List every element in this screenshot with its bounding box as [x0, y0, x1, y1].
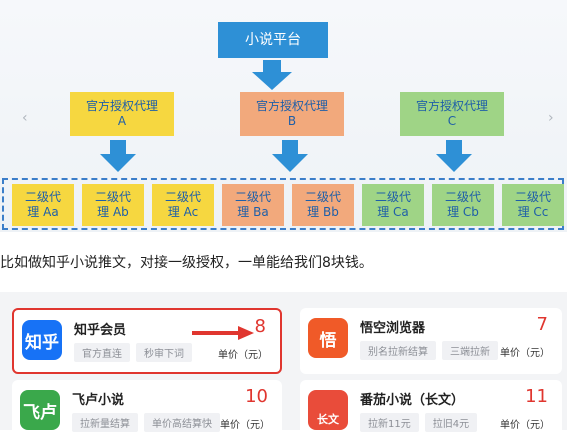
price-unit: 单价（元）	[500, 420, 550, 431]
sub-agent-node: 二级代 理 Bb	[292, 184, 354, 226]
agent-node-c: 官方授权代理 C	[400, 92, 504, 136]
zhihu-logo-icon: 知乎	[22, 320, 62, 360]
price-value: 10	[245, 386, 268, 407]
tag-row: 拉新量结算 单价高结算快	[72, 413, 220, 432]
agent-node-label: 官方授权代理	[415, 99, 488, 113]
tag: 别名拉新结算	[360, 341, 436, 360]
price-unit: 单价（元）	[220, 420, 270, 431]
arrow-right-icon	[192, 326, 254, 340]
app-card-list: 知乎 知乎会员 官方直连 秒审下词 8 单价（元） 悟 悟空浏览器 别名拉新结算…	[0, 292, 567, 446]
sub-agent-node: 二级代 理 Ca	[362, 184, 424, 226]
tag: 拉旧4元	[424, 413, 478, 432]
chevron-right-icon[interactable]: ›	[548, 110, 554, 126]
sub-agent-node: 二级代 理 Cc	[502, 184, 564, 226]
sub-agent-node: 二级代 理 Ac	[152, 184, 214, 226]
sub-agent-node: 二级代 理 Cb	[432, 184, 494, 226]
tag: 拉新11元	[360, 413, 419, 432]
agent-node-b: 官方授权代理 B	[240, 92, 344, 136]
price-value: 8	[254, 316, 266, 337]
chevron-left-icon[interactable]: ‹	[22, 110, 28, 126]
wukong-logo-icon: 悟	[308, 318, 348, 358]
down-arrow-icon	[100, 140, 136, 172]
tag: 秒审下词	[136, 343, 192, 362]
down-arrow-icon	[436, 140, 472, 172]
root-node: 小说平台	[218, 22, 328, 58]
app-card-zhihu[interactable]: 知乎 知乎会员 官方直连 秒审下词 8 单价（元）	[12, 308, 282, 374]
tag-row: 官方直连 秒审下词	[74, 343, 192, 362]
agent-node-label: 官方授权代理	[85, 99, 158, 113]
agent-node-letter: B	[287, 114, 297, 128]
agent-node-label: 官方授权代理	[255, 99, 328, 113]
tag: 单价高结算快	[144, 413, 220, 432]
sub-agent-node: 二级代 理 Aa	[12, 184, 74, 226]
agent-node-letter: C	[447, 114, 457, 128]
tag-row: 拉新11元 拉旧4元	[360, 413, 478, 432]
org-diagram: ‹ › 小说平台 官方授权代理 A 官方授权代理 B 官方授权代理 C 二级代 …	[0, 0, 567, 232]
app-name: 悟空浏览器	[360, 321, 426, 336]
flow-arrows	[100, 60, 472, 172]
app-name: 知乎会员	[74, 323, 127, 338]
agent-node-a: 官方授权代理 A	[70, 92, 174, 136]
description-text: 比如做知乎小说推文，对接一级授权，一单能给我们8块钱。	[0, 255, 373, 271]
app-name: 飞卢小说	[72, 393, 125, 408]
down-arrow-icon	[252, 60, 292, 90]
tag-row: 别名拉新结算 三端拉新	[360, 341, 498, 360]
down-arrow-icon	[272, 140, 308, 172]
feilu-logo-icon: 飞卢	[20, 390, 60, 430]
price-value: 7	[536, 314, 548, 335]
sub-agent-node: 二级代 理 Ab	[82, 184, 144, 226]
fanqie-logo-icon: 长文	[308, 390, 348, 430]
app-card-wukong[interactable]: 悟 悟空浏览器 别名拉新结算 三端拉新 7 单价（元）	[300, 308, 562, 374]
tag: 三端拉新	[442, 341, 498, 360]
app-card-feilu[interactable]: 飞卢 飞卢小说 拉新量结算 单价高结算快 10 单价（元）	[12, 380, 282, 446]
tag: 拉新量结算	[72, 413, 138, 432]
sub-agent-node: 二级代 理 Ba	[222, 184, 284, 226]
price-unit: 单价（元）	[218, 350, 268, 361]
agent-node-letter: A	[117, 114, 127, 128]
price-value: 11	[525, 386, 548, 407]
app-card-fanqie[interactable]: 长文 番茄小说（长文） 拉新11元 拉旧4元 11 单价（元）	[300, 380, 562, 446]
app-name: 番茄小说（长文）	[360, 393, 465, 408]
tag: 官方直连	[74, 343, 130, 362]
price-unit: 单价（元）	[500, 348, 550, 359]
